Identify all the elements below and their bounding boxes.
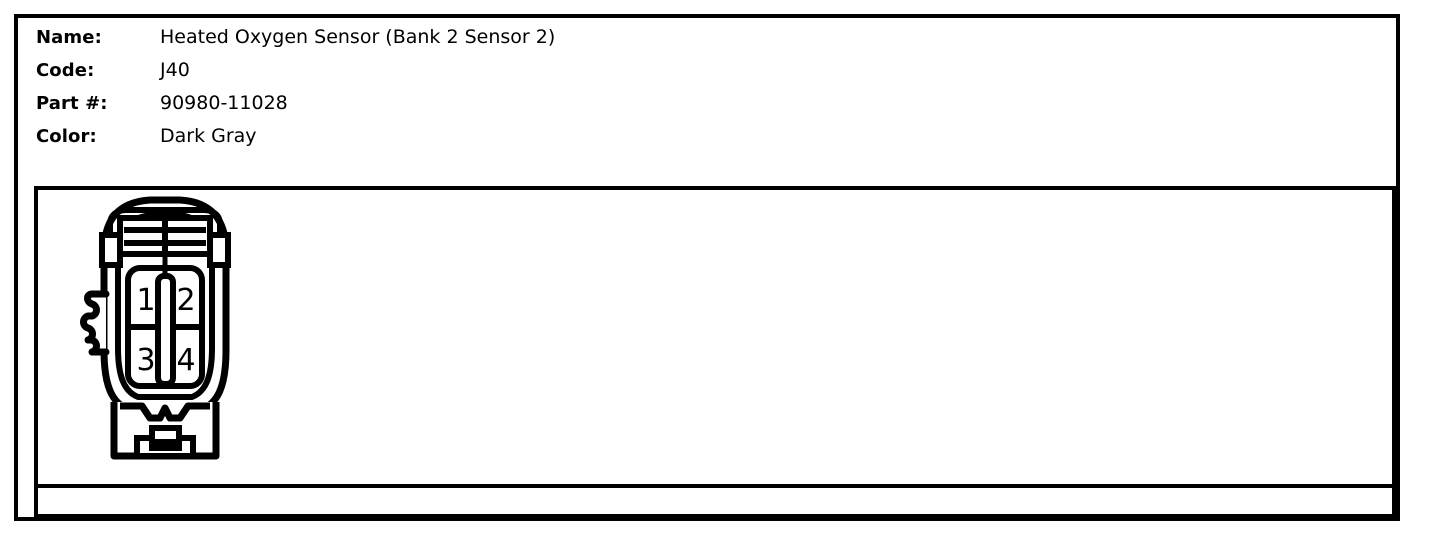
spec-value-color: Dark Gray (160, 125, 257, 147)
connector-left-lock-rail-icon (80, 290, 110, 356)
spec-row-part-number: Part #: 90980-11028 (36, 92, 1376, 125)
spec-label-code: Code: (36, 60, 95, 81)
pin-number-1: 1 (136, 283, 155, 318)
connector-latch-bracket-icon (107, 207, 223, 248)
spec-value-code: J40 (160, 59, 190, 81)
spec-row-color: Color: Dark Gray (36, 125, 1376, 158)
spec-block: Name: Heated Oxygen Sensor (Bank 2 Senso… (36, 26, 1376, 158)
spec-value-name: Heated Oxygen Sensor (Bank 2 Sensor 2) (160, 26, 556, 48)
spec-label-color: Color: (36, 126, 97, 147)
connector-latch-post-right-icon (207, 232, 231, 268)
pin-number-2: 2 (176, 283, 195, 318)
connector-skirt-notch-icon (120, 402, 210, 422)
connector-center-key-rib-icon (155, 273, 176, 387)
spec-label-part-number: Part #: (36, 93, 108, 114)
spec-row-name: Name: Heated Oxygen Sensor (Bank 2 Senso… (36, 26, 1376, 59)
connector-diagram-panel: 1 2 3 4 (34, 186, 1396, 488)
notes-strip (34, 488, 1396, 518)
spec-label-name: Name: (36, 27, 102, 48)
spec-row-code: Code: J40 (36, 59, 1376, 92)
pin-number-4: 4 (176, 343, 195, 378)
connector-latch-post-left-icon (99, 232, 123, 268)
pin-number-3: 3 (136, 343, 155, 378)
connector-diagram: 1 2 3 4 (42, 190, 282, 484)
spec-value-part-number: 90980-11028 (160, 92, 288, 114)
connector-face-view-svg: 1 2 3 4 (80, 196, 231, 460)
